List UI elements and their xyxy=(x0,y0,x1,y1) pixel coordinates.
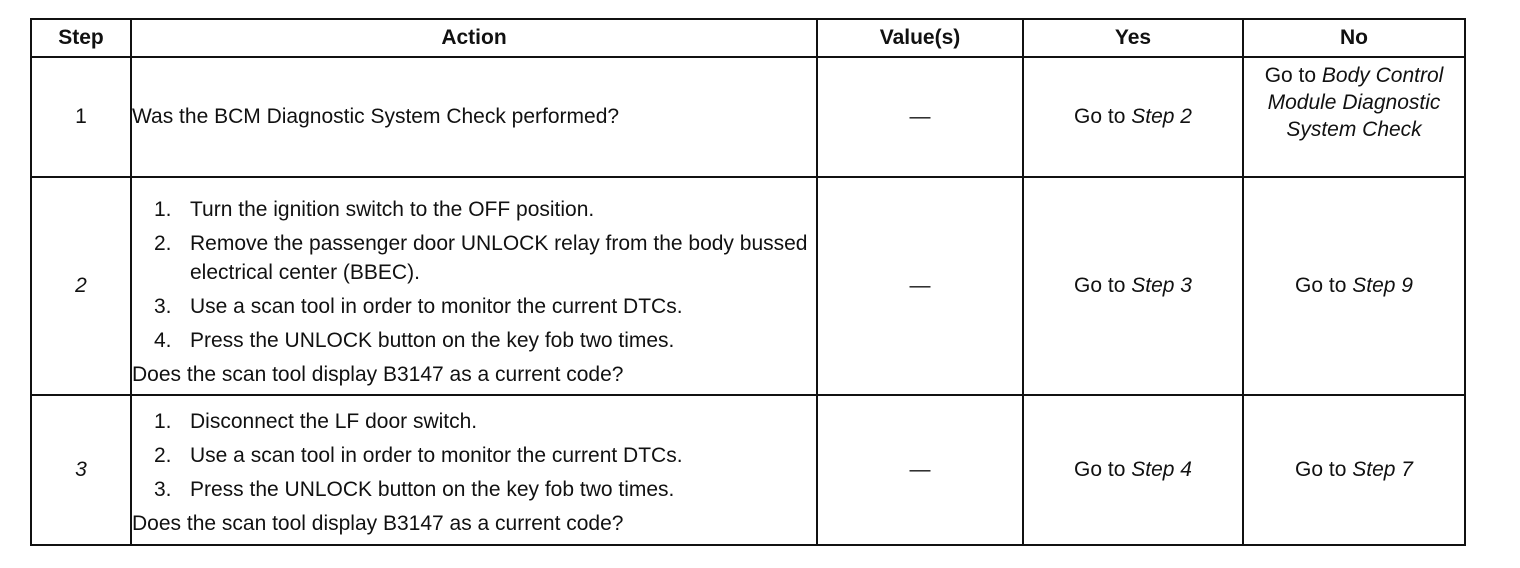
header-row: Step Action Value(s) Yes No xyxy=(30,18,1466,58)
header-no: No xyxy=(1242,18,1466,58)
step-number: 2 xyxy=(30,176,132,396)
action-cell: 1.Disconnect the LF door switch. 2.Use a… xyxy=(130,394,818,546)
no-prefix: Go to xyxy=(1295,274,1347,297)
yes-target-link[interactable]: Step 3 xyxy=(1131,274,1192,297)
list-item: 3.Press the UNLOCK button on the key fob… xyxy=(154,478,675,501)
action-cell: Was the BCM Diagnostic System Check perf… xyxy=(130,56,818,178)
yes-prefix: Go to xyxy=(1074,274,1126,297)
table-row: 3 1.Disconnect the LF door switch. 2.Use… xyxy=(30,394,1466,546)
no-cell[interactable]: Go to Step 7 xyxy=(1242,394,1466,546)
diagnostic-table: Step Action Value(s) Yes No 1 Was the BC… xyxy=(30,18,1466,546)
list-item: 2.Remove the passenger door UNLOCK relay… xyxy=(154,231,808,284)
no-target-link[interactable]: Body Control Module Diagnostic System Ch… xyxy=(1267,64,1444,141)
value-cell: — xyxy=(816,56,1024,178)
yes-cell[interactable]: Go to Step 2 xyxy=(1022,56,1244,178)
yes-target-link[interactable]: Step 2 xyxy=(1131,105,1192,128)
yes-prefix: Go to xyxy=(1074,105,1126,128)
value-cell: — xyxy=(816,176,1024,396)
header-step: Step xyxy=(30,18,132,58)
header-values: Value(s) xyxy=(816,18,1024,58)
header-yes: Yes xyxy=(1022,18,1244,58)
action-steps: 1.Turn the ignition switch to the OFF po… xyxy=(132,195,816,355)
list-item: 1.Turn the ignition switch to the OFF po… xyxy=(154,197,595,221)
no-cell[interactable]: Go to Body Control Module Diagnostic Sys… xyxy=(1242,56,1466,178)
no-prefix: Go to xyxy=(1295,458,1347,481)
yes-prefix: Go to xyxy=(1074,458,1126,481)
action-question: Does the scan tool display B3147 as a cu… xyxy=(132,512,624,535)
list-item: 1.Disconnect the LF door switch. xyxy=(154,410,478,433)
header-action: Action xyxy=(130,18,818,58)
no-target-link[interactable]: Step 7 xyxy=(1352,458,1413,481)
yes-target-link[interactable]: Step 4 xyxy=(1131,458,1192,481)
no-cell[interactable]: Go to Step 9 xyxy=(1242,176,1466,396)
table-row: 2 1.Turn the ignition switch to the OFF … xyxy=(30,176,1466,396)
step-number: 3 xyxy=(30,394,132,546)
yes-cell[interactable]: Go to Step 4 xyxy=(1022,394,1244,546)
list-item: 4.Press the UNLOCK button on the key fob… xyxy=(154,328,675,352)
action-cell: 1.Turn the ignition switch to the OFF po… xyxy=(130,176,818,396)
action-question: Does the scan tool display B3147 as a cu… xyxy=(132,362,624,386)
list-item: 2.Use a scan tool in order to monitor th… xyxy=(154,444,683,467)
table-row: 1 Was the BCM Diagnostic System Check pe… xyxy=(30,56,1466,178)
no-prefix: Go to xyxy=(1264,64,1317,87)
step-number: 1 xyxy=(30,56,132,178)
action-question: Was the BCM Diagnostic System Check perf… xyxy=(132,105,620,128)
yes-cell[interactable]: Go to Step 3 xyxy=(1022,176,1244,396)
no-target-link[interactable]: Step 9 xyxy=(1352,274,1413,297)
action-steps: 1.Disconnect the LF door switch. 2.Use a… xyxy=(132,407,816,504)
list-item: 3.Use a scan tool in order to monitor th… xyxy=(154,294,683,318)
value-cell: — xyxy=(816,394,1024,546)
